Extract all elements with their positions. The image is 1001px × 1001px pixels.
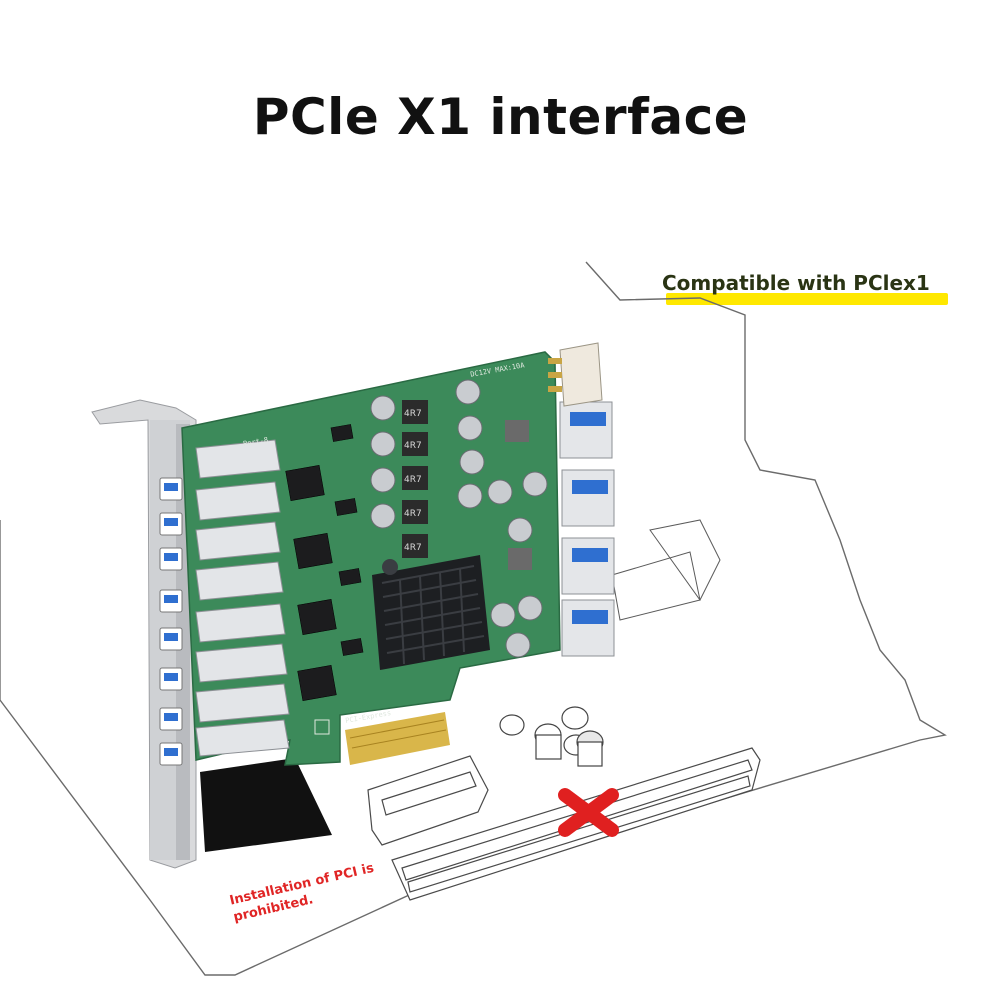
inductor-label: 4R7 [404,409,422,419]
capacitor-sketches [499,706,604,767]
page-title: PCle X1 interface [252,88,749,146]
inductor-label: 4R7 [404,543,422,553]
pcb-mark-icon [314,719,330,735]
electrolytic-capacitors [370,379,548,658]
inductor-label: 4R7 [404,475,422,485]
board-usb-ports [559,401,615,657]
pcb-chips [285,424,364,702]
compat-highlight-bar [666,293,948,305]
heatsink [372,555,490,670]
bracket-usb-ports [159,477,183,766]
power-connector [548,342,603,407]
inductors [402,400,532,570]
inductor-label: 4R7 [404,509,422,519]
pci-slot-right [611,519,721,621]
compat-label: Compatible with PClex1 [662,271,930,295]
internal-usb-connectors [195,439,290,757]
inductor-label: 4R7 [404,441,422,451]
motherboard-chip [200,758,332,852]
prohibited-cross [558,788,619,837]
pci-slot-small [367,755,489,846]
motherboard-outline [0,261,947,976]
pcie-gold-fingers [345,712,450,765]
